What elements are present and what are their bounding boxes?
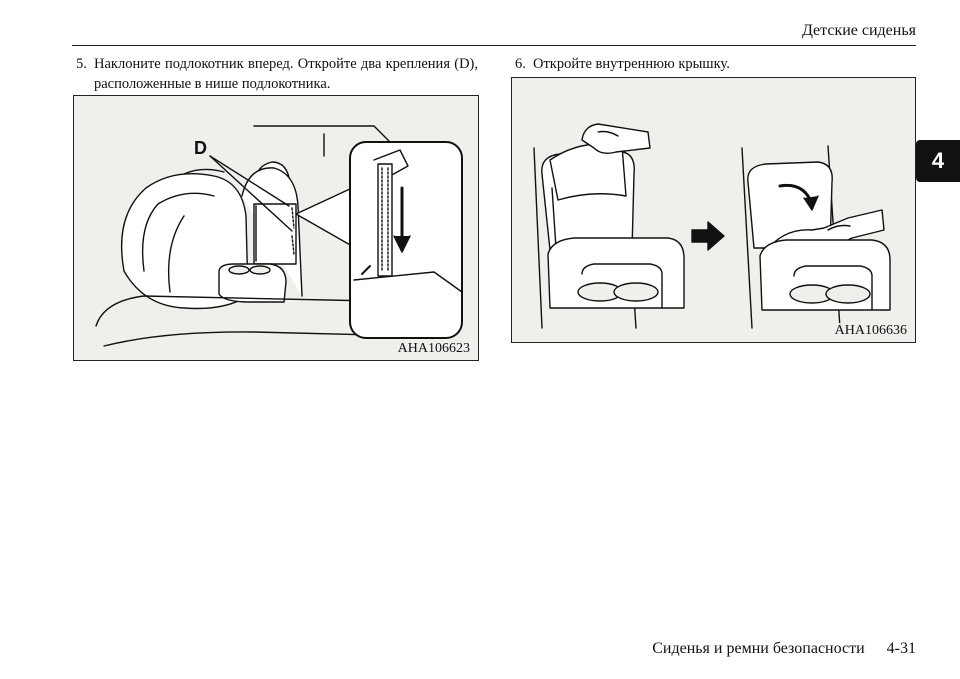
- chapter-number: 4: [931, 148, 945, 173]
- page-footer: Сиденья и ремни безопасности 4-31: [652, 640, 916, 658]
- callout-d-label: D: [194, 138, 207, 158]
- step-number: 5.: [76, 56, 87, 72]
- step-5: 5. Наклоните подлокотник вперед. Откройт…: [76, 54, 478, 94]
- header-divider: [72, 45, 916, 46]
- figure-inner-lid: AHA106636: [511, 77, 916, 343]
- chapter-tab: 4: [916, 140, 960, 182]
- step-text: Наклоните подлокотник вперед. Откройте д…: [94, 56, 478, 92]
- inner-lid-illustration: [533, 123, 891, 329]
- figure-code: AHA106636: [832, 323, 909, 339]
- section-title: Детские сиденья: [801, 22, 916, 39]
- step-6: 6. Откройте внутреннюю крышку.: [515, 54, 915, 74]
- footer-chapter-title: Сиденья и ремни безопасности: [652, 640, 865, 657]
- step-text: Откройте внутреннюю крышку.: [533, 56, 730, 72]
- step-number: 6.: [515, 56, 526, 72]
- figure-armrest-anchors: D AHA106623: [73, 95, 479, 361]
- armrest-seat-illustration: D: [95, 125, 463, 347]
- page-number: 4-31: [886, 640, 916, 657]
- figure-code: AHA106623: [395, 341, 472, 357]
